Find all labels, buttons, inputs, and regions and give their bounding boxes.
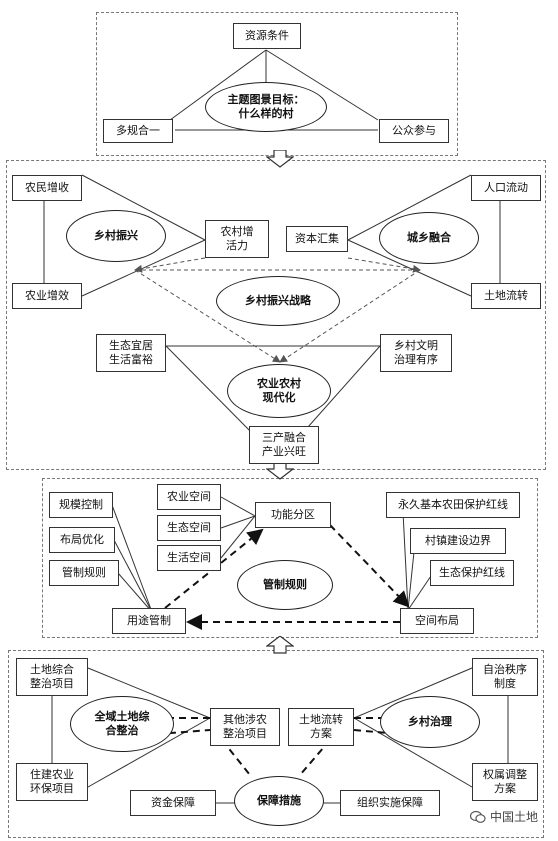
- control-rules-box: 管制规则: [49, 560, 119, 586]
- modernization-ellipse: 农业农村 现代化: [227, 364, 331, 418]
- watermark-text: 中国土地: [490, 810, 539, 824]
- eco-space-box: 生态空间: [157, 515, 221, 541]
- zoning-box: 功能分区: [255, 502, 331, 528]
- land-consolidation-project-box: 土地综合 整治项目: [16, 658, 88, 696]
- down-arrow-icon: [266, 150, 294, 168]
- land-transfer-plan-box: 土地流转 方案: [288, 708, 354, 746]
- eco-living-box: 生态宜居 生活富裕: [96, 334, 166, 372]
- ownership-box: 权属调整 方案: [472, 763, 538, 801]
- life-space-box: 生活空间: [157, 545, 221, 571]
- civility-box: 乡村文明 治理有序: [380, 334, 452, 372]
- urban-rural-ellipse: 城乡融合: [379, 212, 479, 264]
- three-industries-box: 三产融合 产业兴旺: [249, 426, 319, 464]
- spatial-layout-box: 空间布局: [400, 608, 474, 634]
- other-projects-box: 其他涉农 整治项目: [210, 708, 280, 746]
- down-arrow-icon: [266, 462, 294, 480]
- global-land-ellipse: 全域土地综 合整治: [70, 696, 174, 752]
- multi-plan-box: 多规合一: [103, 119, 173, 143]
- public-participation-box: 公众参与: [379, 119, 449, 143]
- organization-box: 组织实施保障: [340, 790, 440, 816]
- farmland-redline-box: 永久基本农田保护红线: [386, 492, 520, 518]
- rural-governance-ellipse: 乡村治理: [380, 696, 480, 748]
- scale-control-box: 规模控制: [49, 492, 113, 518]
- population-flow-box: 人口流动: [471, 175, 541, 201]
- wechat-icon: [470, 810, 486, 823]
- autonomy-box: 自治秩序 制度: [472, 658, 538, 696]
- layout-optimization-box: 布局优化: [49, 527, 115, 553]
- town-boundary-box: 村镇建设边界: [410, 528, 506, 554]
- guarantee-ellipse: 保障措施: [234, 776, 324, 826]
- housing-project-box: 住建农业 环保项目: [16, 763, 88, 801]
- agri-efficiency-box: 农业增效: [12, 283, 82, 309]
- goal-ellipse: 主题图景目标： 什么样的村: [205, 82, 327, 132]
- land-transfer-box: 土地流转: [471, 283, 541, 309]
- up-arrow-icon: [266, 636, 294, 654]
- watermark: 中国土地: [470, 808, 538, 825]
- funding-box: 资金保障: [130, 790, 216, 816]
- rural-revival-ellipse: 乡村振兴: [66, 210, 166, 262]
- resources-box: 资源条件: [233, 23, 301, 49]
- village-vitality-box: 农村增 活力: [205, 220, 269, 258]
- eco-redline-box: 生态保护红线: [430, 560, 514, 586]
- strategy-ellipse: 乡村振兴战略: [216, 276, 340, 326]
- agri-space-box: 农业空间: [157, 484, 221, 510]
- control-rules-ellipse: 管制规则: [237, 560, 333, 610]
- panel-spatial: [42, 478, 538, 638]
- capital-box: 资本汇集: [286, 226, 348, 252]
- farmer-income-box: 农民增收: [12, 175, 82, 201]
- use-control-box: 用途管制: [112, 608, 186, 634]
